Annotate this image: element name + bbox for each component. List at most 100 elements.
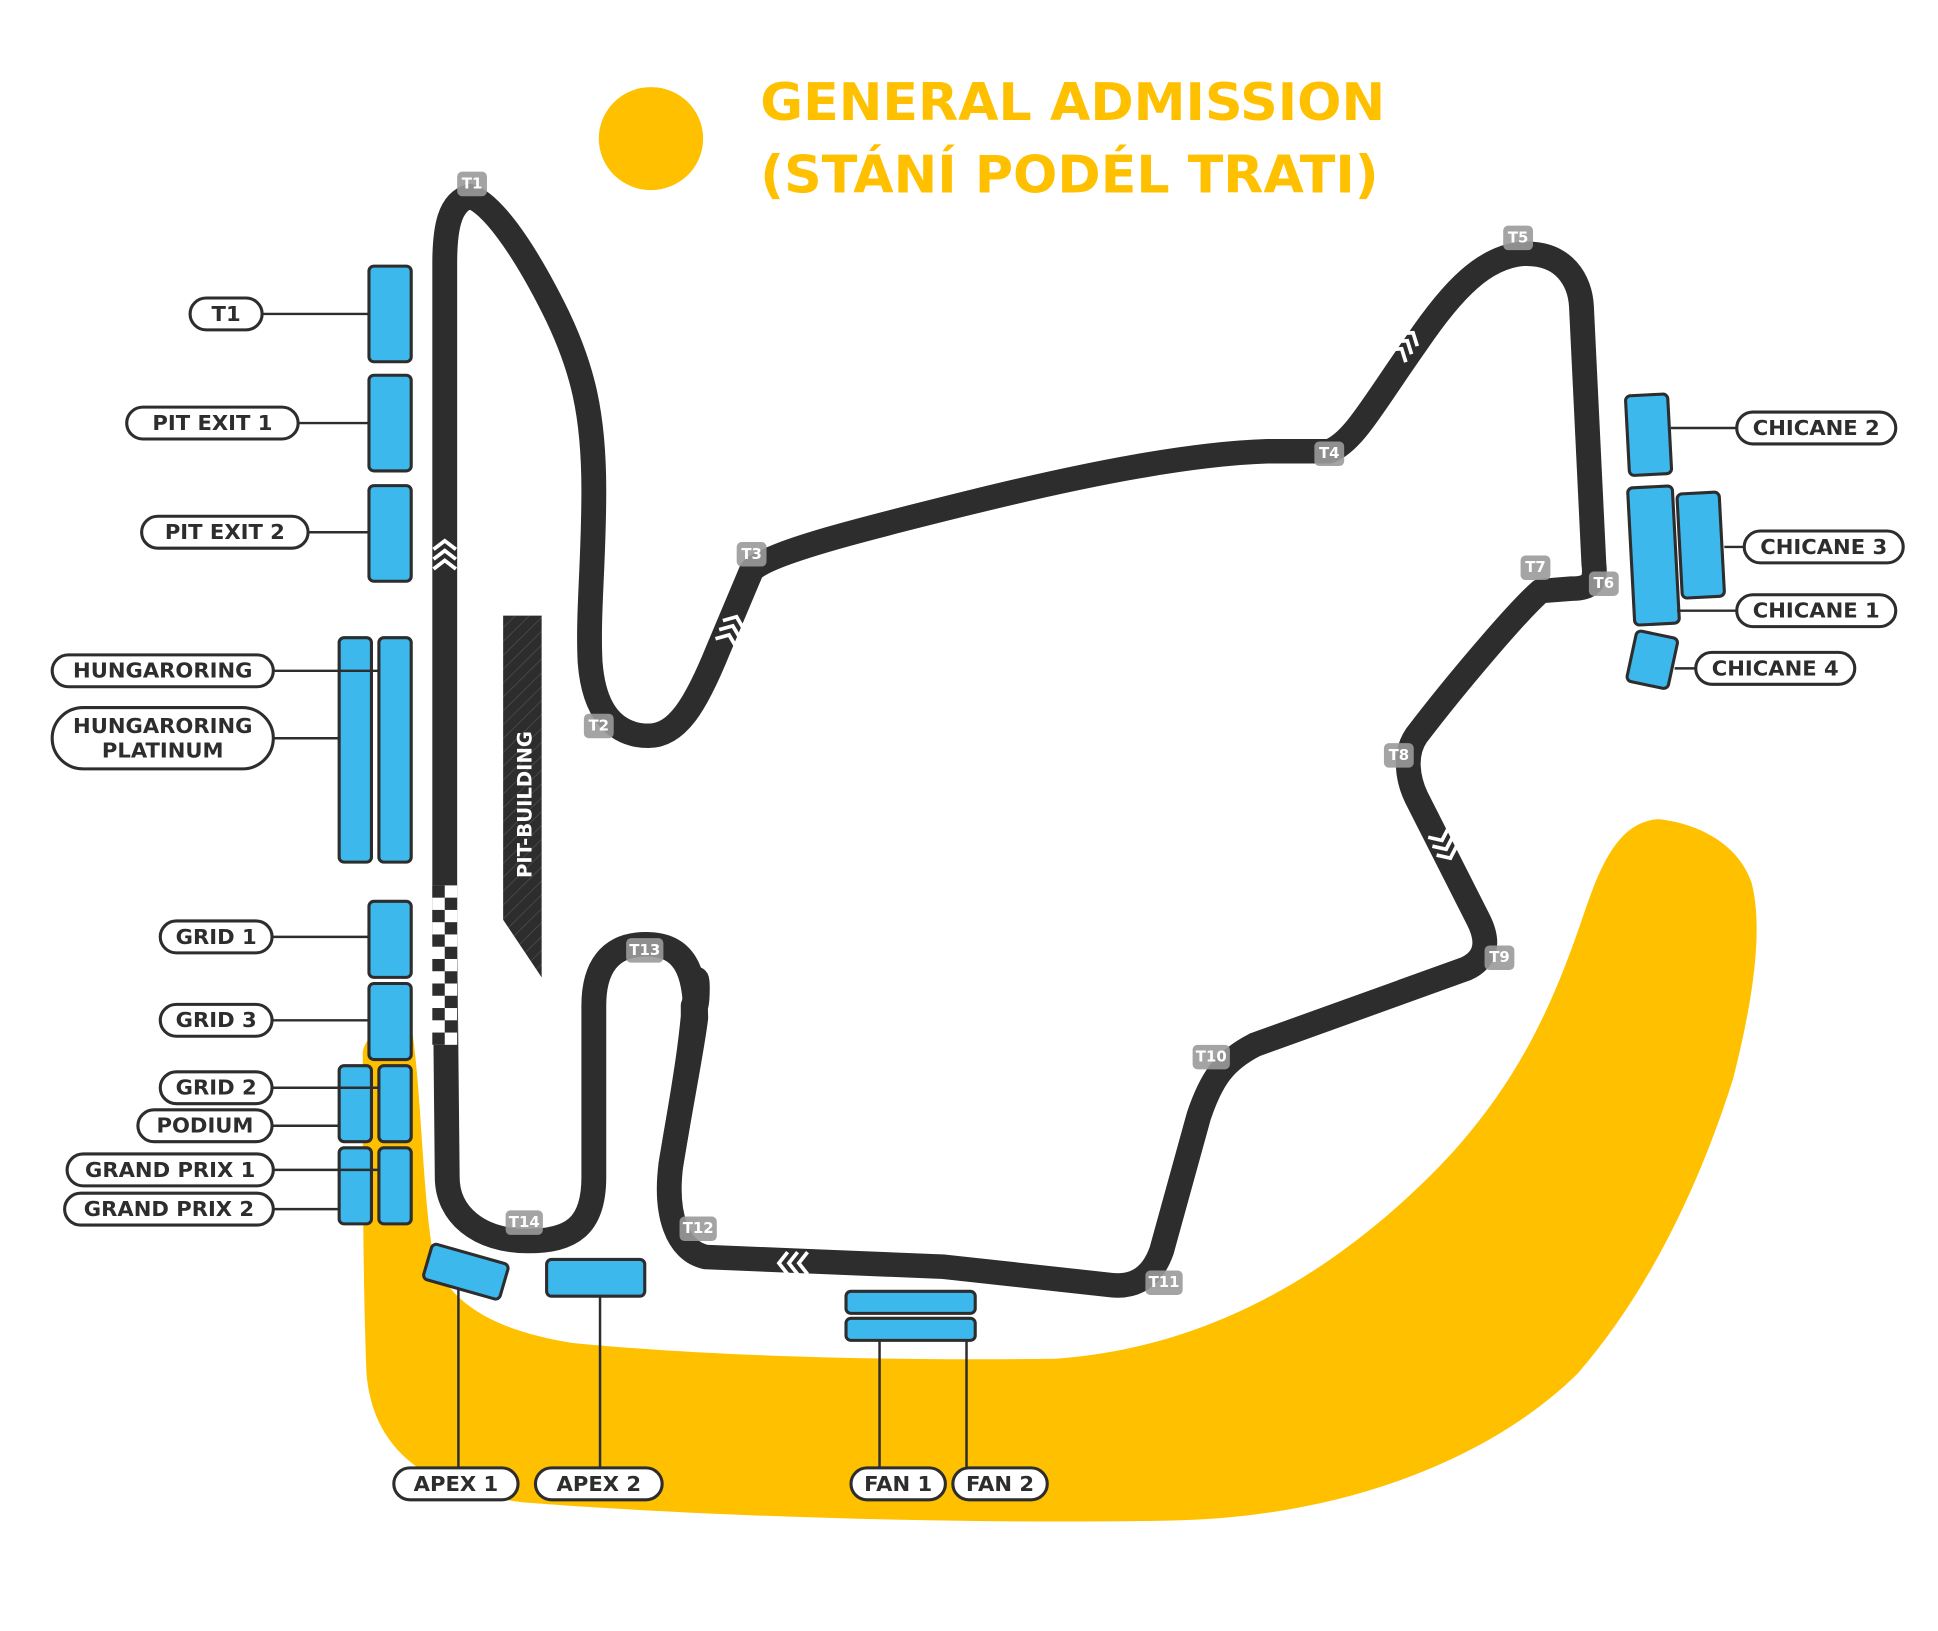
stand-t1[interactable] [367, 264, 413, 364]
stand-hungaroring-b[interactable] [377, 636, 413, 864]
label-text: CHICANE 1 [1753, 599, 1880, 623]
label-t1[interactable]: T1 [188, 296, 264, 332]
stand-grid-3[interactable] [367, 981, 413, 1062]
turn-marker-t7: T7 [1520, 555, 1551, 581]
turn-label: T14 [509, 1214, 540, 1231]
stand-fan-2[interactable] [844, 1316, 977, 1342]
drs-chevrons-start [432, 538, 458, 571]
stand-fan-1[interactable] [844, 1289, 977, 1315]
turn-label: T2 [589, 718, 610, 735]
label-text: GRID 1 [176, 925, 257, 949]
turn-marker-t1: T1 [457, 171, 487, 197]
turn-label: T1 [462, 176, 483, 193]
label-grand-prix-1[interactable]: GRAND PRIX 1 [65, 1152, 275, 1188]
turn-label: T5 [1508, 229, 1529, 246]
label-text: APEX 1 [414, 1472, 499, 1496]
stand-grid-2-b[interactable] [377, 1064, 413, 1144]
stand-grand-prix-a[interactable] [337, 1146, 374, 1226]
turn-label: T11 [1149, 1274, 1180, 1291]
label-grid-2[interactable]: GRID 2 [158, 1070, 274, 1106]
turn-marker-t8: T8 [1383, 743, 1414, 768]
stand-pit-exit-1[interactable] [367, 373, 413, 473]
label-apex-2[interactable]: APEX 2 [533, 1466, 664, 1502]
label-podium[interactable]: PODIUM [136, 1108, 274, 1144]
drs-chevrons-t8 [1427, 827, 1459, 861]
turn-marker-t12: T12 [679, 1216, 717, 1242]
label-line: HUNGARORING [73, 714, 252, 738]
drs-chevrons-t3 [714, 614, 746, 648]
turn-label: T6 [1594, 575, 1615, 592]
turn-marker-t9: T9 [1484, 945, 1515, 971]
drs-chevrons-t4 [1387, 330, 1420, 363]
label-grand-prix-2[interactable]: GRAND PRIX 2 [63, 1191, 275, 1227]
stand-chicane-1[interactable] [1626, 484, 1681, 627]
label-text: APEX 2 [557, 1472, 642, 1496]
stand-hungaroring-a[interactable] [337, 636, 374, 864]
label-chicane-4[interactable]: CHICANE 4 [1694, 650, 1857, 686]
pit-building-label: PIT-BUILDING [514, 731, 537, 878]
stand-grid-2-a[interactable] [337, 1064, 374, 1144]
stand-pit-exit-2[interactable] [367, 484, 413, 583]
legend-title-line2: (STÁNÍ PODÉL TRATI) [760, 145, 1378, 206]
label-text: FAN 1 [864, 1472, 932, 1496]
label-pit-exit-2[interactable]: PIT EXIT 2 [140, 514, 310, 550]
label-chicane-3[interactable]: CHICANE 3 [1742, 529, 1905, 565]
turn-label: T12 [683, 1220, 714, 1237]
turn-marker-t6: T6 [1588, 571, 1619, 596]
turn-marker-t3: T3 [736, 542, 767, 567]
label-text: PIT EXIT 2 [165, 520, 285, 544]
turn-label: T7 [1525, 559, 1546, 576]
general-admission-zone[interactable] [362, 819, 1757, 1522]
label-text: HUNGARORING [73, 659, 252, 683]
turn-marker-t2: T2 [583, 713, 614, 739]
label-text: CHICANE 3 [1760, 535, 1887, 559]
label-text: GRAND PRIX 2 [84, 1197, 254, 1221]
start-finish-line [432, 885, 458, 1045]
label-text: FAN 2 [966, 1472, 1034, 1496]
race-track [432, 183, 1607, 1298]
turn-label: T10 [1196, 1049, 1227, 1066]
turn-label: T4 [1319, 445, 1340, 462]
label-grid-1[interactable]: GRID 1 [158, 919, 274, 955]
label-fan-1[interactable]: FAN 1 [849, 1466, 947, 1502]
label-chicane-1[interactable]: CHICANE 1 [1735, 593, 1898, 629]
turn-marker-t11: T11 [1145, 1270, 1183, 1295]
drs-chevrons-t12 [776, 1250, 809, 1276]
turn-marker-t5: T5 [1503, 225, 1534, 251]
label-text: GRID 2 [176, 1076, 257, 1100]
label-text: CHICANE 4 [1712, 656, 1839, 680]
label-pit-exit-1[interactable]: PIT EXIT 1 [125, 405, 300, 441]
stand-apex-2[interactable] [545, 1257, 647, 1298]
stand-chicane-3[interactable] [1675, 490, 1726, 600]
label-text: CHICANE 2 [1753, 416, 1880, 440]
turn-marker-t14: T14 [505, 1210, 543, 1235]
pit-building: PIT-BUILDING [503, 615, 542, 978]
legend-ga-dot [598, 87, 704, 191]
label-hungaroring[interactable]: HUNGARORING [50, 653, 275, 689]
label-grid-3[interactable]: GRID 3 [158, 1002, 274, 1038]
label-text: GRID 3 [176, 1008, 257, 1032]
turn-marker-t13: T13 [626, 938, 664, 963]
stand-grid-1[interactable] [367, 899, 413, 979]
stand-chicane-2[interactable] [1624, 392, 1674, 477]
track-t12-t13 [658, 1005, 709, 1178]
stand-grand-prix-b[interactable] [377, 1146, 413, 1226]
label-text: T1 [212, 302, 241, 326]
stand-chicane-4[interactable] [1625, 629, 1679, 690]
label-chicane-2[interactable]: CHICANE 2 [1735, 410, 1898, 446]
label-text: PODIUM [157, 1114, 254, 1138]
turn-label: T13 [629, 942, 660, 959]
turn-label: T8 [1389, 747, 1410, 764]
label-fan-2[interactable]: FAN 2 [951, 1466, 1049, 1502]
turn-marker-t4: T4 [1314, 441, 1345, 466]
stand-apex-1[interactable] [422, 1242, 510, 1301]
label-line: PLATINUM [102, 739, 224, 763]
label-text: GRAND PRIX 1 [85, 1158, 255, 1182]
turn-marker-t10: T10 [1192, 1044, 1230, 1070]
label-text: PIT EXIT 1 [152, 411, 272, 435]
legend-title-line1: GENERAL ADMISSION [760, 73, 1385, 133]
turn-label: T3 [741, 546, 762, 563]
label-apex-1[interactable]: APEX 1 [392, 1466, 520, 1502]
